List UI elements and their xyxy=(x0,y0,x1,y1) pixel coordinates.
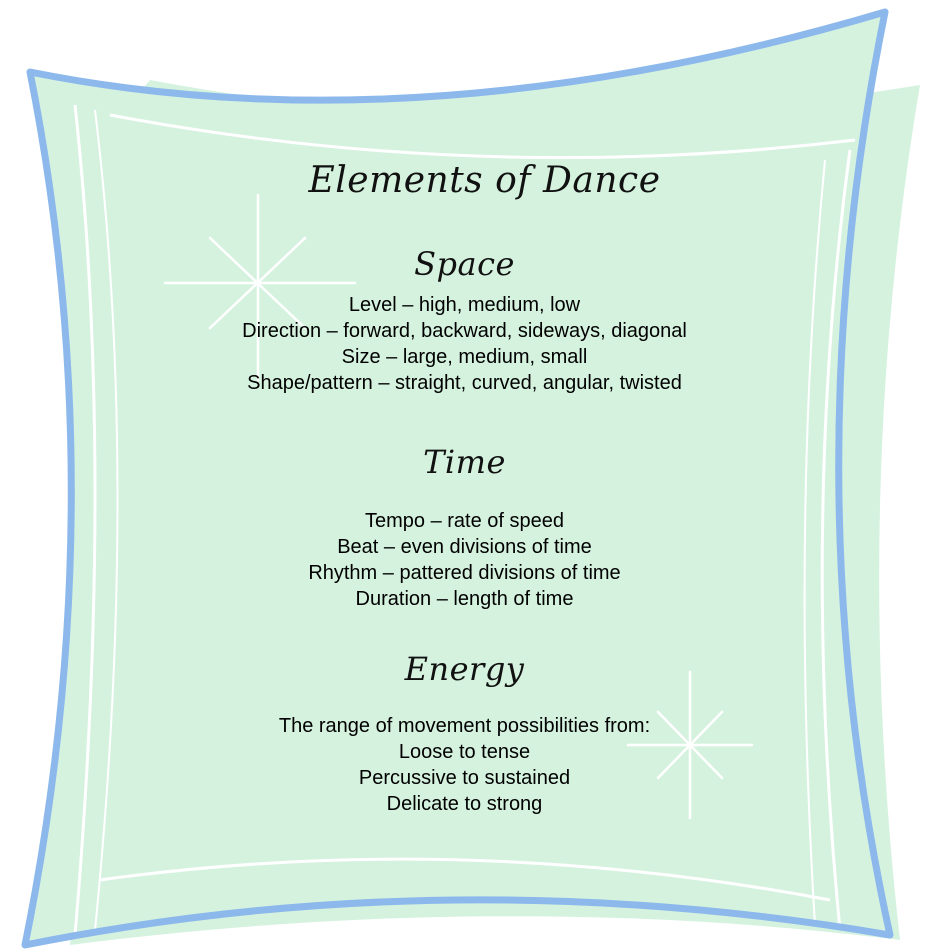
section-heading-time: Time xyxy=(423,443,506,481)
inner-highlight-right-2 xyxy=(803,159,826,926)
sparkle-icon xyxy=(626,670,754,820)
list-item: Rhythm – pattered divisions of time xyxy=(308,562,621,584)
inner-highlight-left-2 xyxy=(94,109,119,931)
list-item: Tempo – rate of speed xyxy=(364,510,564,532)
section-list-space: Level – high, medium, low Direction – fo… xyxy=(0,292,929,396)
list-item: Beat – even divisions of time xyxy=(337,536,592,558)
list-item: Direction – forward, backward, sideways,… xyxy=(242,320,687,342)
front-panel xyxy=(25,12,890,945)
sparkle-icon xyxy=(163,193,357,382)
list-item: The range of movement possibilities from… xyxy=(278,715,651,737)
list-item: Percussive to sustained xyxy=(358,767,571,789)
inner-highlight-left xyxy=(73,104,97,936)
list-item: Loose to tense xyxy=(398,741,531,763)
section-heading-energy: Energy xyxy=(404,650,525,688)
inner-highlight-right xyxy=(820,149,852,931)
page-title: Elements of Dance xyxy=(308,160,661,201)
section-list-time: Tempo – rate of speed Beat – even divisi… xyxy=(0,508,929,612)
inner-highlight-bottom xyxy=(99,857,831,902)
list-item: Delicate to strong xyxy=(386,793,543,815)
list-item: Duration – length of time xyxy=(355,588,574,610)
section-list-energy: The range of movement possibilities from… xyxy=(0,713,929,817)
blue-frame xyxy=(21,8,894,949)
inner-highlight-top xyxy=(109,113,856,160)
list-item: Shape/pattern – straight, curved, angula… xyxy=(247,372,682,394)
list-item: Level – high, medium, low xyxy=(348,294,581,316)
section-heading-space: Space xyxy=(414,245,515,283)
list-item: Size – large, medium, small xyxy=(341,346,588,368)
